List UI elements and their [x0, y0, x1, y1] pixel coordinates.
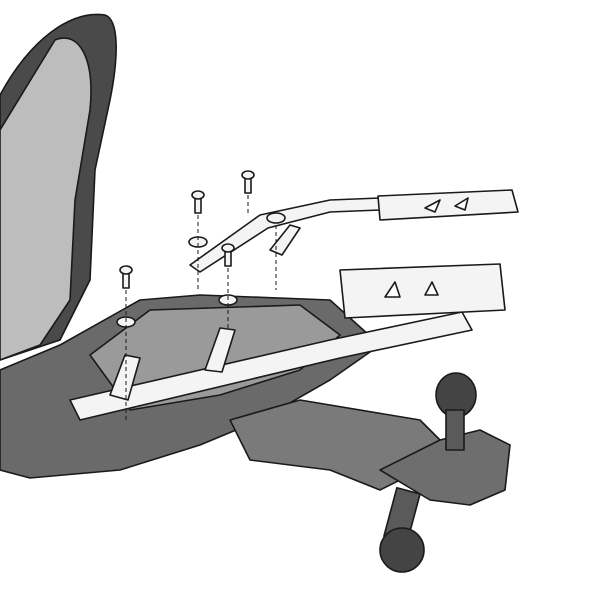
plate-slot — [384, 281, 401, 298]
turn-signal-lower — [379, 486, 425, 573]
turn-signal-upper — [435, 372, 477, 451]
rack-leg-left — [109, 354, 141, 401]
upper-mount-plate — [377, 189, 519, 221]
assembly-guide-lines — [125, 195, 277, 420]
screw-1 — [119, 265, 133, 289]
main-rack-tube — [69, 311, 473, 421]
seat-underside — [0, 37, 92, 361]
plate-slot — [424, 281, 439, 296]
plate-slot — [454, 197, 469, 211]
rack-leg-mid — [204, 327, 236, 373]
screw-4 — [221, 243, 235, 267]
main-mount-plate — [339, 263, 506, 319]
screw-3 — [241, 170, 255, 194]
plate-slot — [424, 199, 441, 213]
washer — [266, 212, 286, 224]
screw-2 — [191, 190, 205, 214]
upper-bracket-tab — [269, 224, 301, 256]
